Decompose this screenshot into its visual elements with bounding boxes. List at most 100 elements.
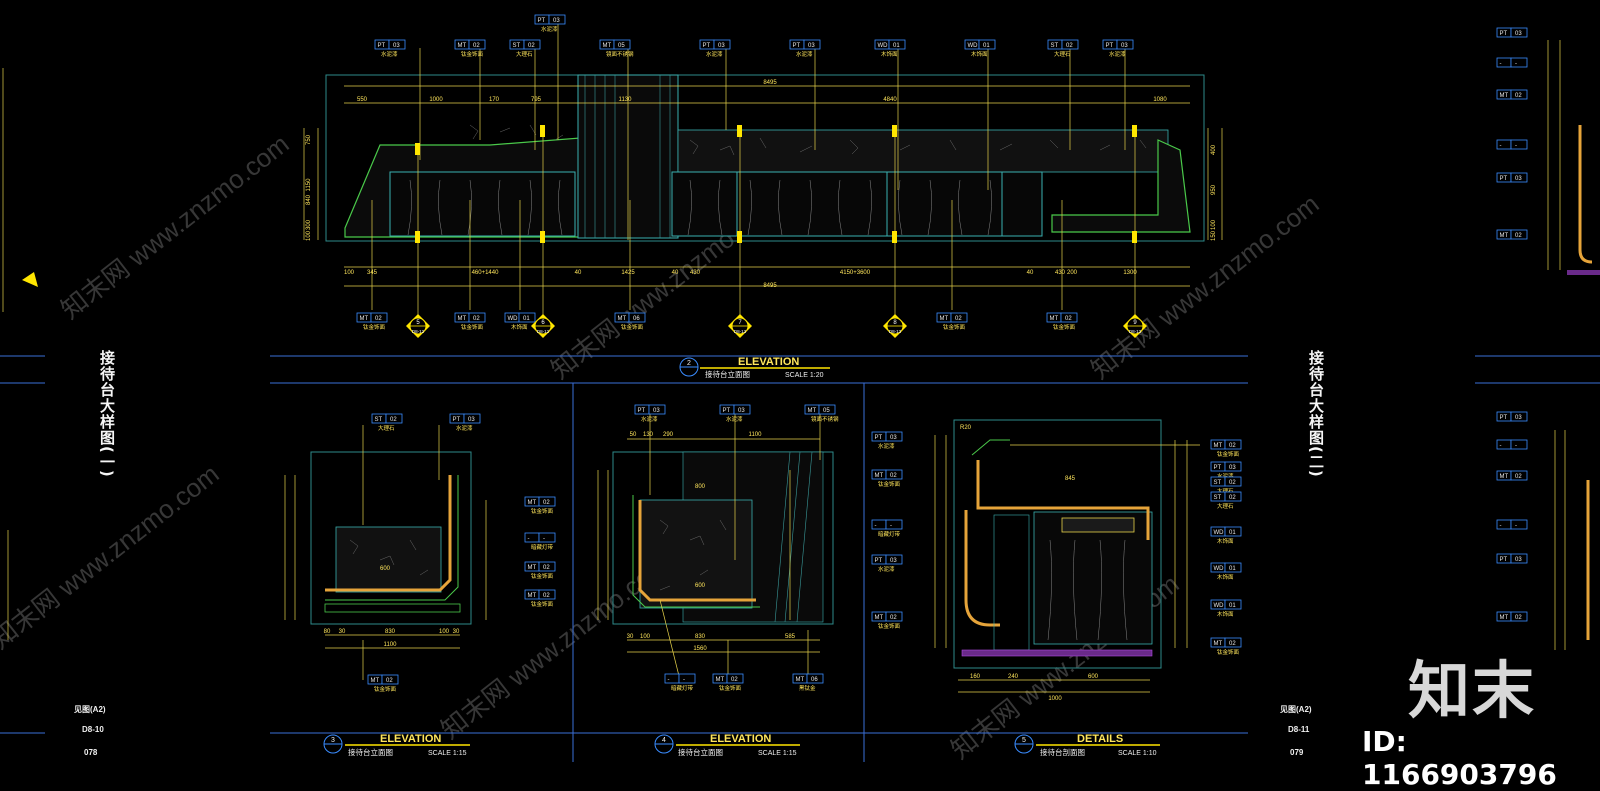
material-number: 03: [653, 408, 660, 414]
material-number: 01: [1229, 603, 1236, 609]
material-number: 06: [633, 316, 640, 322]
material-number: 06: [811, 677, 818, 683]
right-material-tags: MT02钛金饰面PT03水泥漆ST02大理石ST02大理石WD01木饰面WD01…: [1210, 439, 1242, 656]
material-name: 镜面不锈钢: [606, 50, 634, 58]
dim-label: 40: [575, 270, 582, 276]
dim-label: 950: [1211, 184, 1217, 195]
dim-label: 160: [970, 674, 981, 680]
dim-label: 100: [344, 270, 355, 276]
material-name: 水泥漆: [706, 50, 723, 58]
elevation-title-3: 3 ELEVATION 接待台立面图 SCALE 1:15: [323, 733, 470, 757]
material-number: -: [1515, 61, 1517, 67]
svg-text:600: 600: [695, 583, 706, 589]
title-text: ELEVATION: [738, 356, 799, 368]
material-code: MT: [528, 500, 537, 506]
material-name: 钛金饰面: [719, 684, 742, 692]
dim-label: 1000: [429, 97, 443, 103]
dim-label: 600: [1088, 674, 1099, 680]
svg-text:5: 5: [1022, 737, 1026, 744]
material-number: 02: [375, 316, 382, 322]
material-name: 钛金饰面: [943, 323, 966, 331]
svg-text:R20: R20: [960, 425, 972, 431]
dim-label: 290: [663, 432, 674, 438]
svg-text:SCALE 1:15: SCALE 1:15: [758, 750, 797, 757]
material-number: 03: [890, 558, 897, 564]
svg-text:7: 7: [738, 320, 742, 326]
material-code: ST: [1214, 480, 1222, 486]
material-number: 02: [473, 43, 480, 49]
material-number: 02: [890, 473, 897, 479]
material-tag: --暗藏灯带: [664, 673, 696, 692]
material-code: MT: [1214, 641, 1223, 647]
dim-label: 170: [489, 97, 500, 103]
dim-label: 300: [306, 219, 312, 230]
dim-label: 130: [643, 432, 654, 438]
material-code: WD: [1214, 530, 1225, 536]
svg-text:SCALE 1:10: SCALE 1:10: [1118, 750, 1157, 757]
dim-label: 1425: [621, 270, 635, 276]
dim-label: 795: [531, 97, 542, 103]
sheet-code-right: D8-11: [1288, 725, 1310, 734]
svg-text:D8-13: D8-13: [1129, 329, 1142, 334]
material-tag: --暗藏灯带: [871, 519, 903, 538]
material-number: 03: [890, 435, 897, 441]
svg-text:800: 800: [695, 484, 706, 490]
svg-text:2: 2: [687, 360, 691, 367]
sheet-frame: [0, 355, 1600, 762]
material-code: PT: [793, 43, 801, 49]
dim-label: 750: [306, 134, 312, 145]
section-marker: 6D8-12: [531, 314, 555, 338]
material-code: MT: [371, 678, 380, 684]
dim-label: 430: [690, 270, 701, 276]
material-name: 水泥漆: [1217, 472, 1234, 480]
dim-label: 100: [1211, 219, 1217, 230]
dim-label: 30: [339, 629, 346, 635]
material-number: 02: [543, 565, 550, 571]
material-number: 03: [393, 43, 400, 49]
material-code: ST: [513, 43, 521, 49]
svg-text:4: 4: [662, 737, 666, 744]
material-code: MT: [1050, 316, 1059, 322]
svg-text:D8-12: D8-12: [537, 329, 550, 334]
material-code: MT: [716, 677, 725, 683]
elevation-title-2: 2 ELEVATION 接待台立面图 SCALE 1:20: [679, 356, 830, 379]
material-number: 02: [1066, 43, 1073, 49]
watermark-text: 知末网 www.znzmo.com: [0, 459, 225, 655]
material-code: MT: [528, 565, 537, 571]
svg-text:5: 5: [416, 320, 420, 326]
svg-text:1000: 1000: [1048, 696, 1062, 702]
material-code: MT: [875, 473, 884, 479]
material-code: WD: [1214, 566, 1225, 572]
side-title-left: 接待台大样图(一): [98, 350, 116, 478]
material-code: PT: [875, 435, 883, 441]
material-name: 水泥漆: [381, 50, 398, 58]
material-code: -: [1500, 523, 1502, 529]
material-number: -: [890, 523, 892, 529]
dim-label: 430: [1055, 270, 1066, 276]
material-number: 02: [731, 677, 738, 683]
svg-text:接待台立面图: 接待台立面图: [348, 747, 393, 757]
sheet-code-left: D8-10: [82, 725, 104, 734]
material-number: 03: [1121, 43, 1128, 49]
dim-label: 240: [1008, 674, 1019, 680]
sheet-page-left: 078: [84, 748, 98, 757]
